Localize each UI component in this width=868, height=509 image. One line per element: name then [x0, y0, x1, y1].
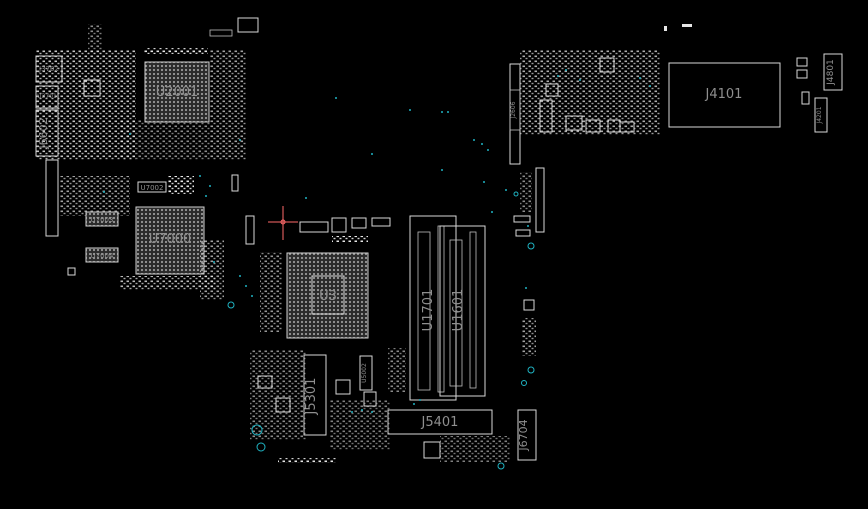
- chip-u3-label: U3: [319, 289, 337, 304]
- memory-slot-u1601[interactable]: U1601: [439, 225, 486, 397]
- memory-slot-u1701-label: U1701: [421, 289, 436, 332]
- connector-left-edge: [45, 159, 59, 237]
- chip-u7004[interactable]: U7004: [85, 247, 119, 263]
- connector-j6602-label: J6602: [37, 117, 50, 149]
- connector-j5401[interactable]: J5401: [387, 409, 493, 435]
- chip-u3701[interactable]: U3701: [35, 85, 59, 109]
- chip-u3701-label: U3701: [37, 93, 57, 100]
- connector-j2606-label: J2606: [510, 101, 517, 119]
- chip-u7000[interactable]: U7000: [135, 206, 205, 275]
- chip-u7003[interactable]: U7003: [85, 211, 119, 227]
- via-cluster: [103, 69, 651, 470]
- memory-slot-u1701[interactable]: U1701: [409, 215, 457, 401]
- chip-u5002-label: U5002: [361, 363, 368, 383]
- memory-slot-u1601-label: U1601: [451, 289, 466, 332]
- connector-j4101[interactable]: J4101: [668, 62, 781, 128]
- connector-j4101-label: J4101: [705, 87, 743, 102]
- chip-u2001-label: U2001: [156, 85, 199, 100]
- chip-u7000-label: U7000: [149, 232, 192, 247]
- chip-u2001[interactable]: U2001: [144, 61, 210, 123]
- chip-u7003-label: U7003: [91, 216, 114, 224]
- top-right-component-cluster: [509, 24, 692, 237]
- connector-j6704[interactable]: J6704: [517, 409, 537, 461]
- top-left-component-cluster: [36, 17, 259, 160]
- connector-j4201-label: J4201: [816, 106, 823, 124]
- connector-j4801[interactable]: J4801: [823, 53, 843, 91]
- connector-j4201[interactable]: J4201: [814, 97, 828, 133]
- chip-u7002[interactable]: U7002: [137, 181, 167, 193]
- connector-j5301-label: J5301: [304, 378, 319, 416]
- connector-j6704-label: J6704: [517, 419, 530, 451]
- connector-j4801-label: J4801: [826, 59, 836, 86]
- connector-j3702-label: J3702: [38, 65, 59, 73]
- chip-u5002[interactable]: U5002: [359, 355, 373, 391]
- connector-j6602[interactable]: J6602: [35, 109, 59, 157]
- chip-u7004-label: U7004: [91, 252, 114, 260]
- connector-j5301[interactable]: J5301: [303, 354, 327, 436]
- chip-u7002-label: U7002: [141, 184, 164, 192]
- chip-u3[interactable]: U3: [286, 252, 369, 339]
- connector-j3702[interactable]: J3702: [35, 55, 63, 83]
- inductor-left: [83, 79, 101, 97]
- connector-j5401-label: J5401: [421, 415, 459, 430]
- crosshair-cursor-icon: [268, 206, 298, 240]
- connector-j2606[interactable]: J2606: [509, 89, 521, 131]
